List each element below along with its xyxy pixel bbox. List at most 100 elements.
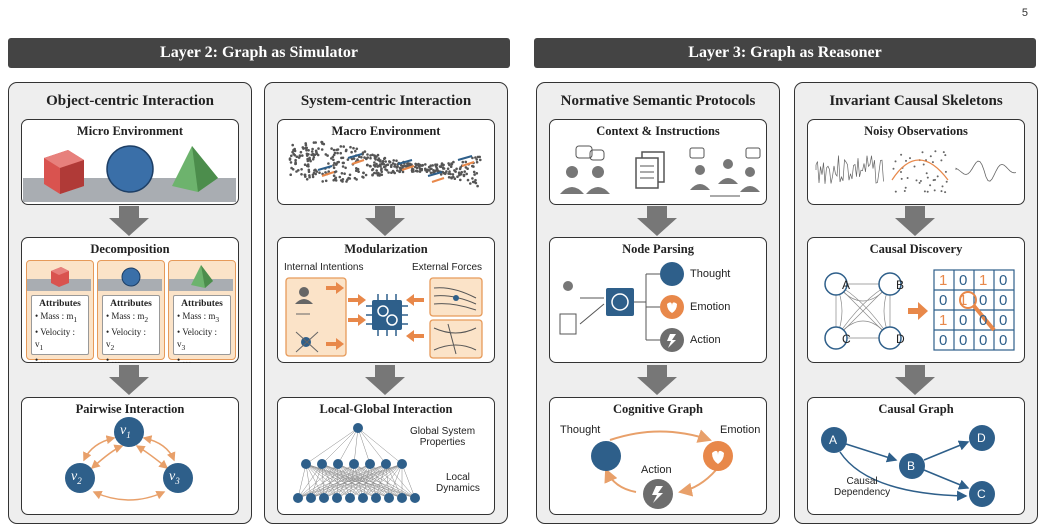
particle <box>355 178 358 181</box>
edge <box>362 463 387 499</box>
particle <box>460 170 463 174</box>
particle <box>364 173 368 177</box>
particle <box>301 154 304 157</box>
attributes-heading: Attributes <box>110 299 152 309</box>
edge <box>310 463 387 499</box>
particle <box>373 161 376 164</box>
particle <box>388 160 391 163</box>
edge <box>336 463 387 499</box>
edge <box>297 463 323 499</box>
node-parsing-diagram <box>559 262 684 352</box>
down-arrow <box>895 365 935 395</box>
node-v1-label: v1 <box>120 423 131 440</box>
particle <box>341 156 345 160</box>
scatter-point <box>906 177 909 179</box>
particle <box>312 141 316 144</box>
particle <box>301 146 305 149</box>
particle <box>425 168 428 172</box>
edge <box>323 463 371 499</box>
causal-panel: Invariant Causal Skeletons Noisy Observa… <box>794 82 1038 524</box>
particle <box>293 149 297 153</box>
edge <box>349 463 403 499</box>
scatter-point <box>922 163 925 166</box>
thought-label: Thought <box>690 268 731 280</box>
scatter-point <box>936 175 939 178</box>
particle <box>466 178 470 182</box>
particle <box>300 168 303 171</box>
node-b: B <box>896 278 905 292</box>
system-centric-panel: System-centric Interaction Macro Environ… <box>264 82 508 524</box>
particle <box>342 145 345 148</box>
particle <box>452 175 455 179</box>
particle <box>373 154 376 158</box>
particle <box>305 164 309 168</box>
scatter-point <box>944 170 947 173</box>
particle <box>430 167 433 171</box>
network-node <box>319 493 329 503</box>
scatter-point <box>944 154 947 157</box>
matrix-cell: 0 <box>939 292 948 309</box>
particle <box>312 155 316 159</box>
mass-label: • Mass : m <box>35 311 74 321</box>
sphere-shape <box>106 145 154 193</box>
network-node <box>306 493 316 503</box>
edge <box>297 463 355 499</box>
matrix-cell: 0 <box>999 272 1008 289</box>
scatter-point <box>894 190 897 193</box>
particle <box>474 156 477 159</box>
particle <box>412 170 415 173</box>
particle <box>384 165 387 168</box>
particle <box>411 168 415 171</box>
scatter-point <box>905 159 907 162</box>
scatter-point <box>900 177 903 180</box>
scatter-point <box>892 167 895 170</box>
network-node <box>365 459 375 469</box>
particle <box>380 173 384 177</box>
edge <box>336 463 339 499</box>
network-node <box>410 493 420 503</box>
network-node <box>381 459 391 469</box>
flow-arrow <box>317 165 333 171</box>
particle <box>375 162 378 166</box>
scatter-point <box>929 184 932 187</box>
cg-c-label: C <box>977 487 986 501</box>
more-label: • … <box>106 354 121 365</box>
particle <box>391 162 395 165</box>
matrix-cell: 1 <box>939 312 948 329</box>
pairwise-interaction-box: Pairwise Interaction v1 v2 v3 <box>21 397 239 515</box>
particle <box>314 168 317 172</box>
particle <box>334 163 338 166</box>
node-v2 <box>65 463 95 493</box>
particle <box>289 161 293 164</box>
edge <box>297 463 339 499</box>
scatter-point <box>909 157 911 160</box>
particle <box>401 170 405 174</box>
particle <box>478 155 481 159</box>
particle <box>421 163 424 167</box>
scatter-point <box>904 186 907 189</box>
macro-environment-box: Macro Environment <box>277 119 495 205</box>
network-node <box>371 493 381 503</box>
scatter-point <box>941 185 944 188</box>
particle <box>295 170 298 173</box>
particle <box>307 153 310 156</box>
box-title: Pairwise Interaction <box>75 402 185 416</box>
cg-action-label: Action <box>641 464 672 476</box>
pairwise-graph <box>65 417 193 501</box>
matrix-cell: 1 <box>959 292 968 309</box>
particle <box>471 156 474 160</box>
network-node <box>332 493 342 503</box>
particle <box>379 160 382 163</box>
particle <box>352 157 356 160</box>
scatter-point <box>894 160 897 163</box>
scatter-point <box>934 150 937 153</box>
particle <box>474 178 477 182</box>
layer-2-header: Layer 2: Graph as Simulator <box>8 38 510 68</box>
particle <box>303 173 307 177</box>
particle <box>453 177 457 180</box>
box-title: Cognitive Graph <box>613 402 703 416</box>
particle <box>390 171 393 174</box>
flow-arrow <box>427 171 443 177</box>
